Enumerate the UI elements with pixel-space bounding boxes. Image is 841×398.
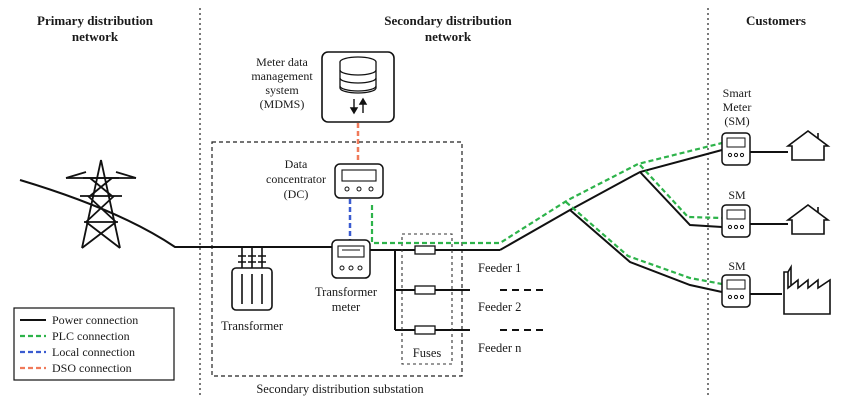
feeder-dashes [500, 289, 545, 331]
dc-label-line1: Data [285, 157, 308, 171]
mdms-label-line1: Meter data [256, 55, 308, 69]
mdms-label-line3: system [265, 83, 299, 97]
transformer-label: Transformer [221, 319, 284, 333]
feeder-2-label: Feeder 2 [478, 300, 521, 314]
power-line-primary [19, 179, 332, 248]
feeder-1-label: Feeder 1 [478, 261, 521, 275]
fuse-n [414, 325, 436, 335]
transformer-meter-label-line2: meter [332, 300, 361, 314]
header-primary-line2: network [72, 29, 119, 44]
mdms-label-line2: management [251, 69, 313, 83]
fuses-box [401, 233, 453, 365]
customer-lines [750, 151, 788, 295]
dc-label-line2: concentrator [266, 172, 326, 186]
sm-label-short2: SM [728, 259, 746, 273]
legend-power-label: Power connection [52, 313, 138, 327]
dc-label-line3: (DC) [284, 187, 309, 201]
legend: Power connection PLC connection Local co… [13, 307, 175, 381]
power-branches [499, 149, 723, 293]
factory-icon [783, 264, 831, 315]
transformer-icon [231, 247, 273, 311]
smart-meter-3 [721, 274, 751, 308]
house-icon-1 [785, 130, 831, 161]
sm-label-line3: (SM) [724, 114, 749, 128]
fuse-2 [414, 285, 436, 295]
transformer-meter-device [331, 239, 371, 279]
substation-label: Secondary distribution substation [256, 382, 424, 396]
sm-label-short1: SM [728, 188, 746, 202]
header-secondary-line2: network [425, 29, 472, 44]
fuses-label: Fuses [413, 346, 442, 360]
header-primary-line1: Primary distribution [37, 13, 154, 28]
fuse-1 [414, 245, 436, 255]
header-secondary-line1: Secondary distribution [384, 13, 512, 28]
transmission-tower-icon [65, 159, 137, 249]
smart-meter-2 [721, 204, 751, 238]
sm-label-line1: Smart [723, 86, 752, 100]
plc-connection-lines [370, 141, 723, 286]
mdms-label-line4: (MDMS) [260, 97, 305, 111]
transformer-meter-label-line1: Transformer [315, 285, 378, 299]
sm-label-line2: Meter [723, 100, 752, 114]
house-icon-2 [785, 204, 831, 235]
mdms-block: Meter data management system (MDMS) [251, 51, 395, 123]
smart-meter-1 [721, 132, 751, 166]
legend-local-label: Local connection [52, 345, 135, 359]
feeder-n-label: Feeder n [478, 341, 522, 355]
legend-dso-label: DSO connection [52, 361, 132, 375]
legend-plc-label: PLC connection [52, 329, 130, 343]
substation-box [211, 141, 463, 377]
data-concentrator: Data concentrator (DC) [266, 157, 384, 201]
database-icon [339, 56, 377, 94]
up-down-arrows-icon [349, 97, 368, 115]
header-customers: Customers [746, 13, 806, 28]
